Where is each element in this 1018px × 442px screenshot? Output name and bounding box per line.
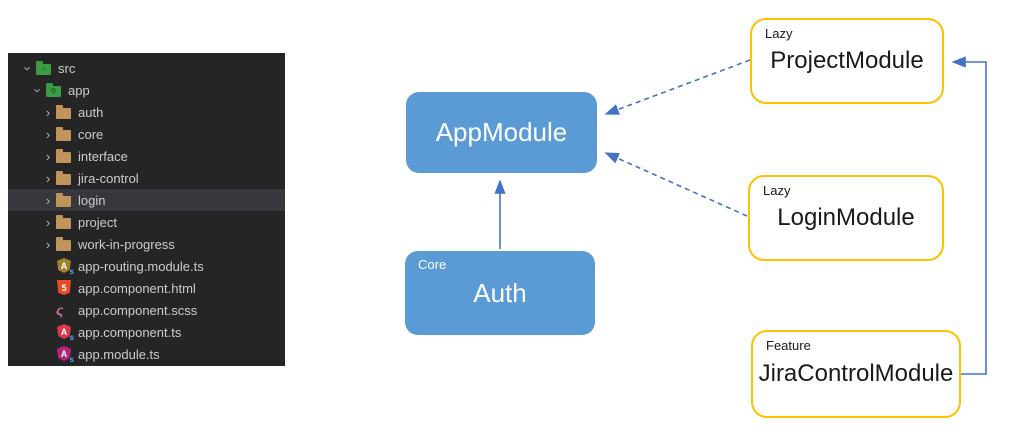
node-label: LoginModule <box>777 204 915 231</box>
chevron-right-icon[interactable]: › <box>45 236 51 252</box>
folder-icon <box>56 104 74 119</box>
folder-icon <box>56 214 74 229</box>
node-label: Auth <box>473 277 527 308</box>
folder-icon <box>56 126 74 141</box>
chevron-right-icon[interactable]: › <box>45 148 51 164</box>
tree-item-app-component-html[interactable]: 5 app.component.html <box>8 277 285 299</box>
chevron-right-icon[interactable]: › <box>45 126 51 142</box>
diagram-node-jira-control-module: Feature JiraControlModule <box>751 330 961 418</box>
tree-item-label: auth <box>78 104 104 120</box>
node-badge: Core <box>418 257 447 272</box>
tree-item-app[interactable]: › ⚙ app <box>8 79 285 101</box>
folder-app-icon: ⚙ <box>46 82 64 97</box>
node-badge: Lazy <box>763 183 791 198</box>
node-badge: Lazy <box>765 26 793 41</box>
chevron-down-icon[interactable]: › <box>30 87 46 93</box>
tree-item-auth[interactable]: › auth <box>8 101 285 123</box>
edge-jiracontrolmodule-to-projectmodule <box>951 56 987 375</box>
tree-item-label: src <box>58 60 76 76</box>
tree-item-project[interactable]: › project <box>8 211 285 233</box>
edge-projectmodule-to-appmodule <box>604 59 751 115</box>
tree-item-label: app-routing.module.ts <box>78 258 204 274</box>
tree-item-jira-control[interactable]: › jira-control <box>8 167 285 189</box>
tree-item-label: interface <box>78 148 128 164</box>
tree-item-label: core <box>78 126 104 142</box>
chevron-right-icon[interactable]: › <box>45 214 51 230</box>
tree-item-label: jira-control <box>78 170 139 186</box>
tree-item-app-component-scss[interactable]: ς app.component.scss <box>8 299 285 321</box>
diagram-node-login-module: Lazy LoginModule <box>748 175 944 261</box>
file-explorer-panel: › ‹› src › ⚙ app › auth › core › interfa… <box>8 53 285 366</box>
folder-icon <box>56 236 74 251</box>
tree-item-label: app.component.scss <box>78 302 198 318</box>
edge-loginmodule-to-appmodule <box>604 152 748 217</box>
sass-icon: ς <box>56 302 64 318</box>
diagram-node-auth: Core Auth <box>405 251 595 335</box>
tree-item-label: project <box>78 214 118 230</box>
tree-item-label: app <box>68 82 90 98</box>
folder-icon <box>56 148 74 163</box>
node-badge: Feature <box>766 338 811 353</box>
chevron-right-icon[interactable]: › <box>45 104 51 120</box>
tree-item-interface[interactable]: › interface <box>8 145 285 167</box>
node-label: JiraControlModule <box>758 360 954 387</box>
tree-item-work-in-progress[interactable]: › work-in-progress <box>8 233 285 255</box>
tree-item-core[interactable]: › core <box>8 123 285 145</box>
node-label: ProjectModule <box>770 47 924 74</box>
chevron-right-icon[interactable]: › <box>45 192 51 208</box>
tree-item-label: app.module.ts <box>78 346 160 362</box>
folder-icon <box>56 170 74 185</box>
tree-item-label: login <box>78 192 106 208</box>
chevron-down-icon[interactable]: › <box>20 65 36 71</box>
diagram-node-app-module: AppModule <box>406 92 597 173</box>
folder-icon <box>56 192 74 207</box>
folder-src-icon: ‹› <box>36 60 54 75</box>
tree-item-label: app.component.ts <box>78 324 182 340</box>
tree-item-label: app.component.html <box>78 280 196 296</box>
tree-item-label: work-in-progress <box>78 236 175 252</box>
tree-item-login[interactable]: › login <box>8 189 285 211</box>
tree-item-src[interactable]: › ‹› src <box>8 57 285 79</box>
diagram-node-project-module: Lazy ProjectModule <box>750 18 944 104</box>
node-label: AppModule <box>435 117 568 147</box>
chevron-right-icon[interactable]: › <box>45 170 51 186</box>
html5-icon: 5 <box>56 280 74 296</box>
